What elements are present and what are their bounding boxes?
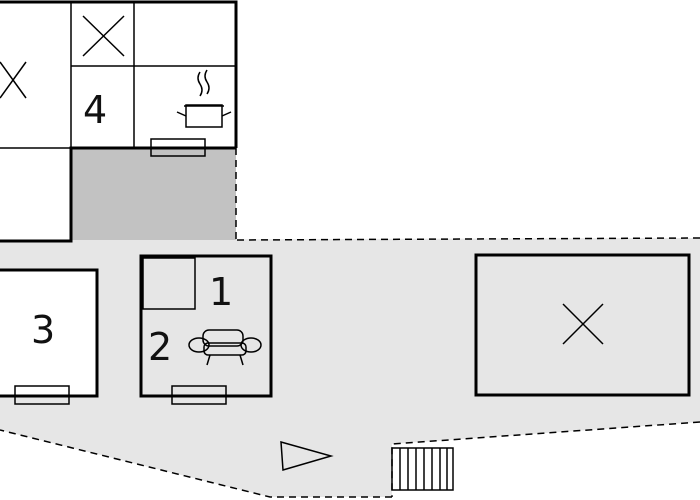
building-room-1-2: 1 2 (139, 254, 273, 405)
cross-mark-icon (0, 61, 27, 99)
room-4-label: 4 (83, 88, 107, 132)
main-house: 4 (0, 0, 238, 243)
window-icon (150, 138, 206, 157)
main-house-wall-fill (0, 0, 236, 148)
building-3-wall (0, 268, 99, 398)
building-room-3: 3 (0, 268, 99, 405)
main-house-outer-wall (0, 0, 238, 148)
cross-mark-icon (82, 15, 125, 57)
sofa-icon (188, 329, 262, 366)
window-icon (14, 385, 70, 405)
room-2-closet (142, 257, 196, 310)
cooking-pot-icon (176, 69, 232, 128)
room-3-label: 3 (31, 308, 55, 352)
lower-left-room-fill (0, 148, 71, 241)
stairs-icon (391, 447, 454, 491)
terrace-boundary-right (391, 421, 700, 497)
building-3-fill (0, 270, 97, 396)
terrace-boundary (236, 237, 700, 241)
window-icon (171, 385, 227, 405)
covered-area (71, 148, 236, 240)
room-1-label: 1 (209, 270, 233, 314)
terrace-boundary-bottom (0, 429, 392, 498)
building-right (474, 253, 691, 397)
cross-mark-icon (562, 303, 604, 345)
terrace-area (0, 238, 700, 497)
building-right-wall (474, 253, 691, 397)
building-1-2-wall (139, 254, 273, 398)
room-2-label: 2 (148, 325, 172, 369)
north-arrow-icon (280, 440, 334, 471)
lower-left-room-wall (0, 148, 73, 243)
